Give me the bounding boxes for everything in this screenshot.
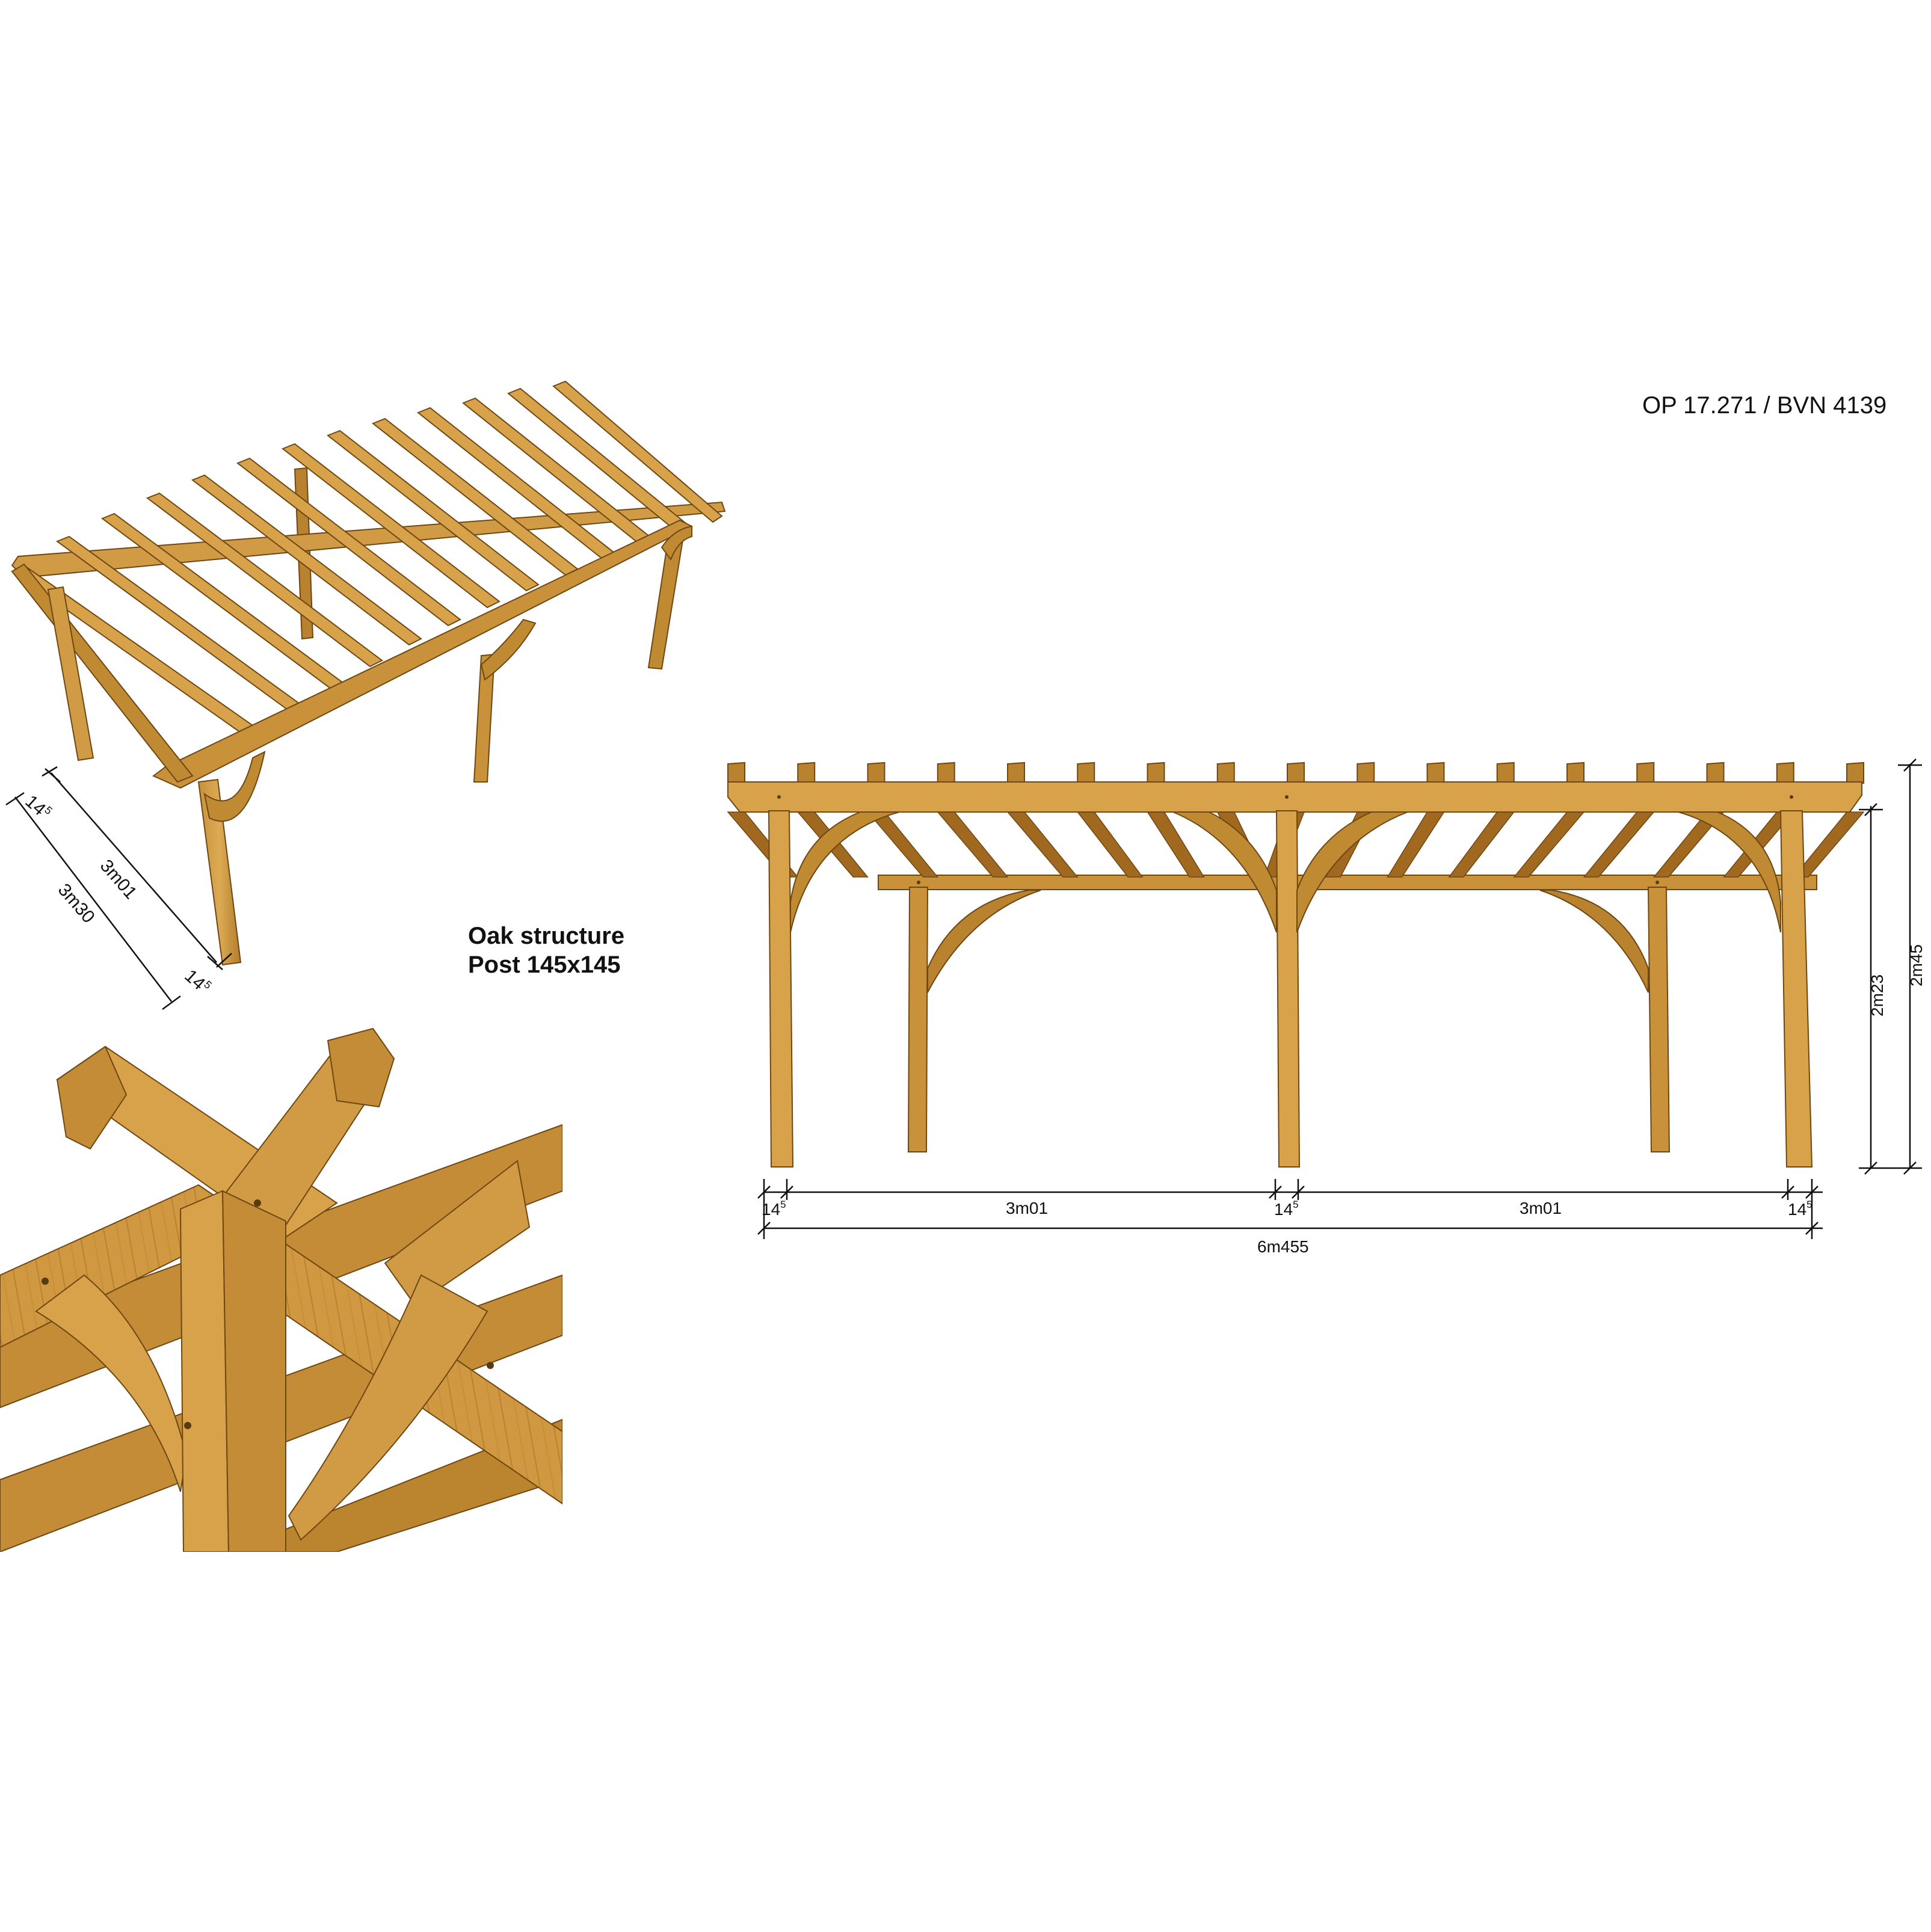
elev-back-post-left bbox=[907, 887, 929, 1152]
dim-post-right: 145 bbox=[1788, 1199, 1812, 1219]
elev-top-beam bbox=[727, 781, 1862, 813]
front-left-post bbox=[47, 586, 94, 761]
elev-rafter-top bbox=[1426, 761, 1445, 784]
elev-rafter-recede bbox=[1448, 811, 1515, 878]
perspective-dimensions bbox=[5, 766, 232, 1011]
dim-bay-depth: 3m01 bbox=[96, 856, 141, 903]
peg bbox=[42, 1278, 49, 1285]
front-brace bbox=[203, 751, 266, 822]
elev-back-post-right bbox=[1647, 887, 1671, 1152]
elev-rafter-top bbox=[1846, 761, 1864, 784]
detail-post-front bbox=[179, 1190, 230, 1552]
peg bbox=[184, 1422, 191, 1429]
elev-rafter-recede bbox=[1387, 811, 1445, 878]
detail-post-side bbox=[221, 1190, 286, 1552]
caption-post-size: Post 145x145 bbox=[468, 952, 621, 978]
elev-rafter-recede bbox=[1006, 811, 1079, 878]
elev-rafter-recede bbox=[937, 811, 1009, 878]
elev-brace-mid-right bbox=[1296, 811, 1408, 933]
peg bbox=[254, 1199, 261, 1207]
elev-rafter-recede bbox=[1513, 811, 1585, 878]
dim-post-height: 2m23 bbox=[1868, 974, 1886, 1017]
dim-post-mid: 145 bbox=[1274, 1199, 1299, 1219]
elev-rafter-top bbox=[1007, 761, 1025, 784]
elev-rafter-recede bbox=[1076, 811, 1144, 878]
elev-rafter-top bbox=[1636, 761, 1655, 784]
dim-overall-height: 2m45 bbox=[1907, 944, 1925, 986]
elev-rafter-recede bbox=[866, 811, 939, 878]
joint-detail-view bbox=[0, 1027, 562, 1552]
reference-number: OP 17.271 / BVN 4139 bbox=[1642, 392, 1887, 419]
detail-brace-right bbox=[288, 1274, 488, 1541]
elev-back-beam bbox=[878, 875, 1817, 890]
detail-brace-left bbox=[35, 1274, 188, 1492]
back-right-post bbox=[647, 539, 684, 670]
elev-rafter-top bbox=[867, 761, 885, 784]
elev-rafter-top bbox=[937, 761, 955, 784]
elev-brace-mid-left bbox=[1172, 811, 1277, 933]
elev-post-right-body bbox=[1779, 810, 1813, 1168]
elev-rafter-top bbox=[727, 761, 745, 784]
front-elevation: 145 3m01 145 3m01 145 6m455 2m23 2m45 bbox=[727, 758, 1925, 1256]
elev-brace-right bbox=[1678, 811, 1781, 933]
caption-material: Oak structure bbox=[468, 923, 625, 949]
elev-rafter-top bbox=[797, 761, 816, 784]
dim-post-left: 145 bbox=[762, 1199, 786, 1219]
elev-rafters bbox=[727, 761, 1865, 878]
elev-back-brace-left bbox=[927, 890, 1041, 993]
elev-rafter-top bbox=[1496, 761, 1515, 784]
dim-post-width-top: 145 bbox=[21, 790, 55, 823]
mid-brace bbox=[480, 618, 537, 681]
dim-post-width-bottom: 145 bbox=[180, 965, 214, 998]
elev-rafter-top bbox=[1287, 761, 1305, 784]
elev-post-mid-body bbox=[1275, 810, 1301, 1168]
material-caption: Oak structure Post 145x145 bbox=[468, 921, 624, 979]
detail-end-grain-left bbox=[56, 1045, 128, 1150]
elev-pegs bbox=[777, 795, 1793, 884]
dim-bay-left: 3m01 bbox=[1006, 1199, 1048, 1217]
front-beam bbox=[152, 519, 694, 789]
elev-rafter-top bbox=[1357, 761, 1375, 784]
perspective-view: 145 3m01 3m30 145 bbox=[5, 380, 726, 1011]
elev-rafter-recede bbox=[1793, 811, 1865, 878]
dim-overall-depth: 3m30 bbox=[54, 880, 99, 927]
perspective-rafters bbox=[11, 380, 723, 742]
detail-main-beam bbox=[0, 1184, 562, 1505]
detail-end-grain-right bbox=[327, 1027, 395, 1108]
dim-overall-length: 6m455 bbox=[1257, 1237, 1309, 1256]
elev-rafter-top bbox=[1776, 761, 1794, 784]
elev-back-brace-right bbox=[1539, 890, 1649, 993]
peg bbox=[487, 1362, 494, 1369]
detail-rafter-far bbox=[384, 1160, 531, 1306]
elev-horizontal-dimensions bbox=[757, 1179, 1823, 1239]
elev-rafter-top bbox=[1566, 761, 1585, 784]
dim-bay-right: 3m01 bbox=[1520, 1199, 1562, 1217]
elev-rafter-top bbox=[1077, 761, 1095, 784]
elev-rafter-recede bbox=[1583, 811, 1655, 878]
elev-brace-left bbox=[790, 811, 900, 933]
elev-rafter-top bbox=[1706, 761, 1725, 784]
elev-rafter-top bbox=[1147, 761, 1165, 784]
elev-rafter-top bbox=[1216, 761, 1235, 784]
elev-vertical-dimensions bbox=[1859, 758, 1922, 1175]
elev-post-left-body bbox=[768, 810, 794, 1168]
front-corner-post bbox=[197, 778, 242, 966]
back-brace bbox=[661, 525, 692, 561]
mid-right-post bbox=[473, 653, 496, 783]
